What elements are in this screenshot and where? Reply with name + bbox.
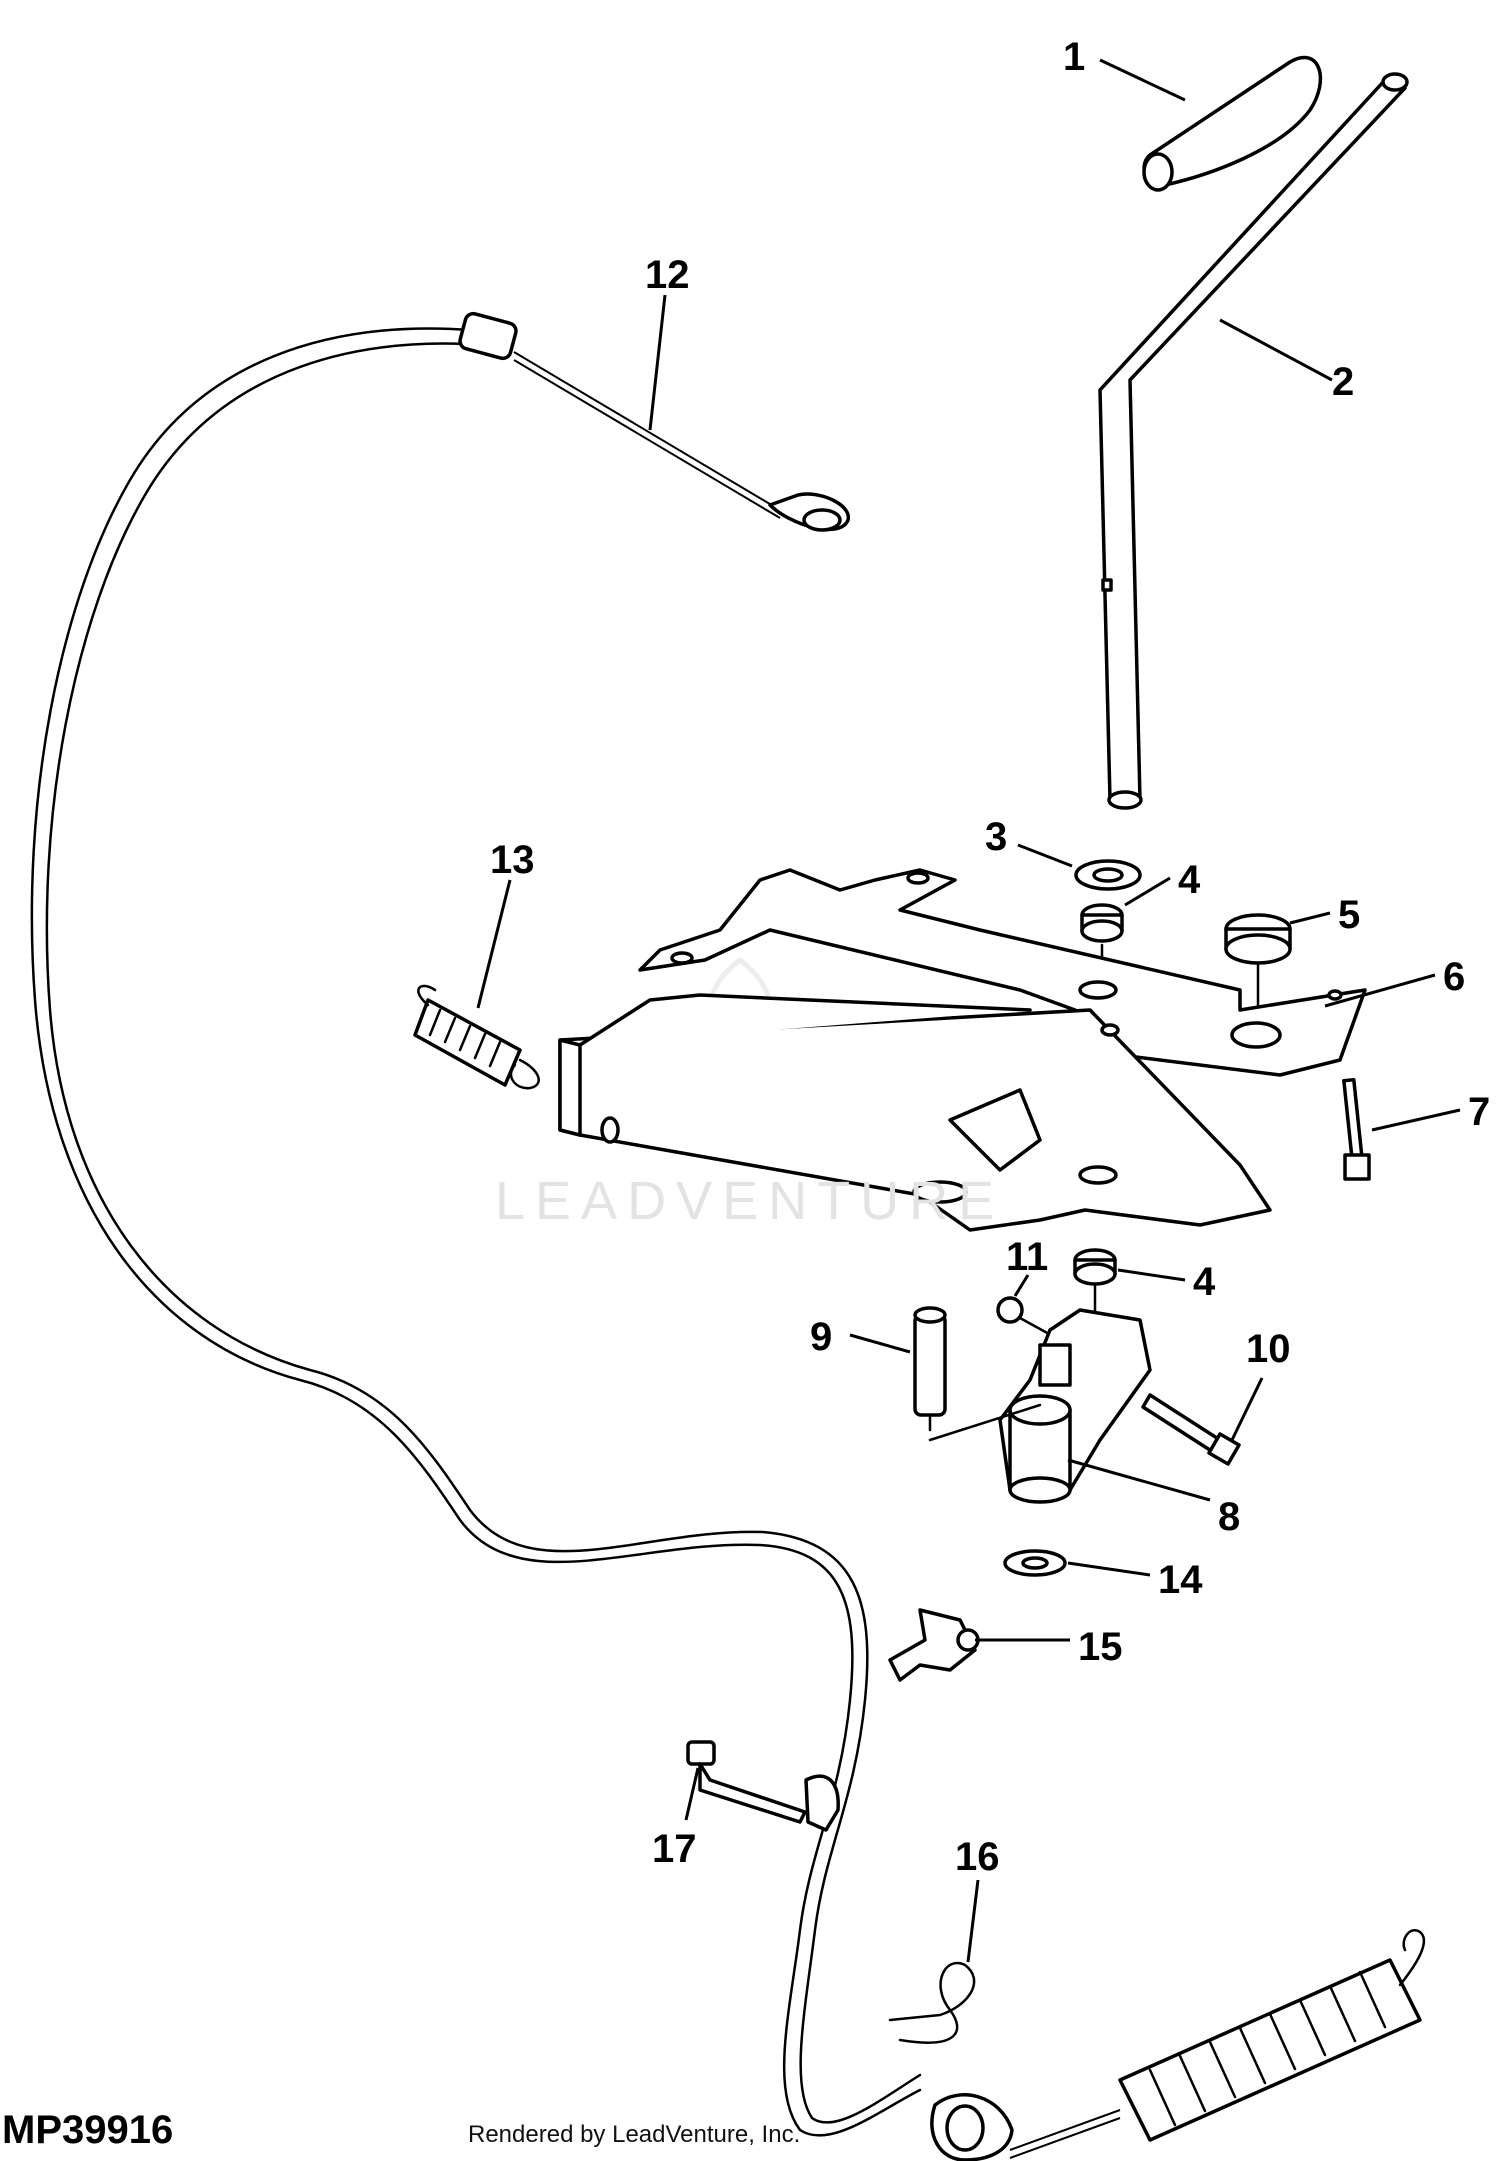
callout-8: 8 [1218,1495,1240,1539]
callout-4-top: 4 [1178,858,1201,902]
callout-13: 13 [490,838,535,882]
callout-2: 2 [1332,360,1354,404]
callout-6: 6 [1443,955,1465,999]
callout-7: 7 [1468,1090,1490,1134]
render-credit: Rendered by LeadVenture, Inc. [468,2121,801,2148]
callout-17: 17 [652,1827,697,1871]
cable-12 [30,327,922,2137]
bushing-5 [1224,913,1292,965]
callout-1: 1 [1063,35,1085,79]
watermark-text: LEADVENTURE [495,1171,1005,1231]
callout-3: 3 [985,815,1007,859]
callout-14: 14 [1158,1558,1203,1602]
leader-lines [476,58,1461,1963]
bolt-7 [1342,1077,1371,1181]
callout-16: 16 [955,1835,1000,1879]
pin-9 [913,1306,947,1432]
tension-spring [1009,1929,1426,2159]
callout-15: 15 [1078,1625,1123,1669]
grip-1 [1142,55,1323,192]
pivot-bracket-8 [928,1308,1152,1504]
bolt-17 [686,1740,840,1832]
callout-12: 12 [645,253,690,297]
callout-4-lower: 4 [1193,1260,1216,1304]
hairpin-clip-16 [888,1961,976,2044]
callout-labels: 1 2 3 4 5 6 7 4 11 9 10 8 14 15 17 16 12… [490,35,1490,1879]
bolt-10 [1141,1393,1241,1466]
callout-10: 10 [1246,1327,1291,1371]
spring-13 [413,984,540,1090]
bushing-4-top [1080,903,1124,943]
washer-3 [1074,859,1142,891]
cable-end-fitting [930,2093,1014,2161]
callout-11: 11 [1006,1235,1048,1279]
diagram-id-label: MP39916 [2,2108,174,2152]
lever-rod-2 [1098,72,1409,810]
cable-end-12 [458,311,850,532]
callout-5: 5 [1338,893,1360,937]
clip-15 [888,1608,980,1682]
nut-11 [996,1296,1062,1342]
mounting-bracket-6 [558,868,1367,1232]
washer-14 [1003,1549,1067,1577]
bushing-4-lower [1073,1248,1117,1286]
callout-9: 9 [810,1315,832,1359]
